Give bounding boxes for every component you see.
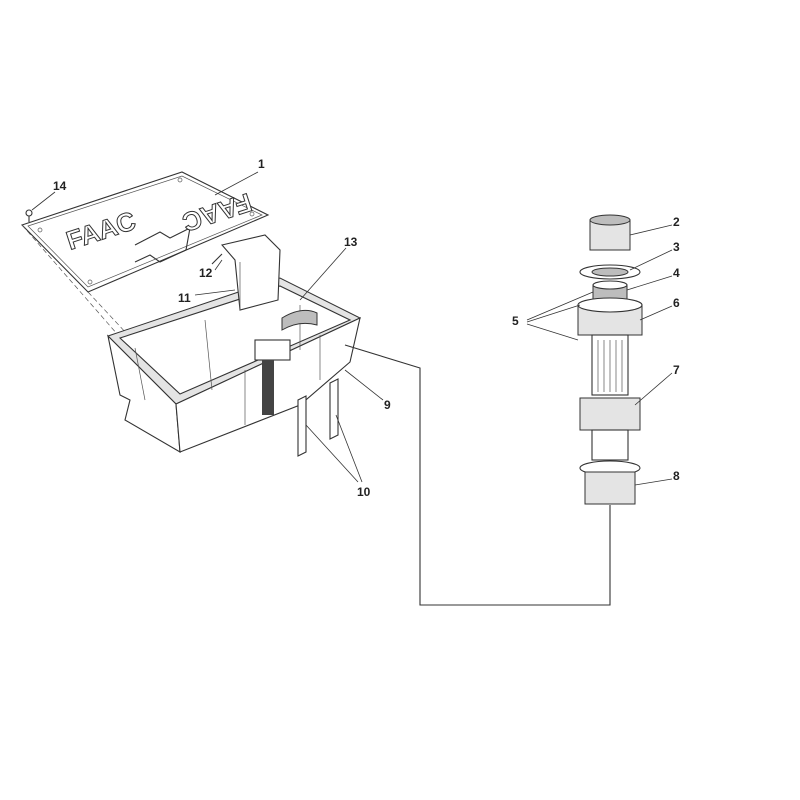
label-11: 11 — [178, 291, 191, 305]
lid-cover: FAAC FAAC — [20, 171, 270, 336]
label-10: 10 — [357, 485, 371, 499]
connector-line — [344, 344, 611, 606]
bars-10 — [297, 378, 339, 457]
label-5: 5 — [512, 314, 519, 328]
label-14: 14 — [53, 179, 67, 193]
leader-lines — [31, 171, 673, 486]
cover-plate-11 — [220, 234, 281, 311]
bushing-8 — [584, 471, 636, 505]
shaft-assembly — [577, 214, 643, 505]
pinion-7 — [579, 397, 641, 431]
label-7: 7 — [673, 363, 680, 377]
screw-14 — [25, 209, 33, 222]
label-6: 6 — [673, 296, 680, 310]
label-1: 1 — [258, 157, 265, 171]
label-9: 9 — [384, 398, 391, 412]
label-4: 4 — [673, 266, 680, 280]
label-13: 13 — [344, 235, 358, 249]
label-2: 2 — [673, 215, 680, 229]
label-12: 12 — [199, 266, 213, 280]
label-3: 3 — [673, 240, 680, 254]
screw-12 — [211, 253, 223, 265]
label-8: 8 — [673, 469, 680, 483]
foundation-box — [107, 277, 362, 454]
